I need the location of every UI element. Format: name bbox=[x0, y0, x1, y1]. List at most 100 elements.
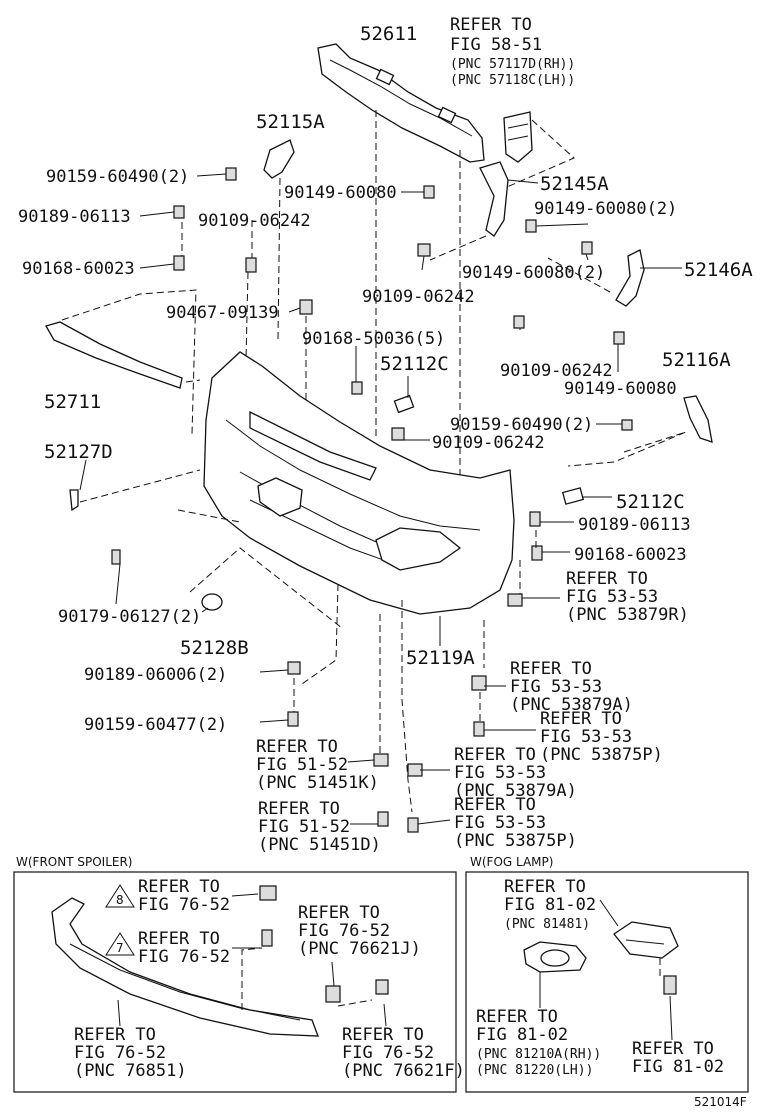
reinforcement-52611-shape bbox=[317, 43, 485, 500]
label-90149-60080-a: 90149-60080 bbox=[284, 183, 397, 203]
bracket-52116A-shape bbox=[567, 395, 713, 467]
label-90179-06127: 90179-06127(2) bbox=[58, 607, 201, 627]
fog-refer-1c: (PNC 81481) bbox=[504, 917, 590, 932]
label-52145A: 52145A bbox=[540, 173, 609, 195]
label-52115A: 52115A bbox=[256, 111, 325, 133]
spoiler-refer-2a: REFER TO bbox=[138, 929, 220, 949]
label-90109-06242-a: 90109-06242 bbox=[198, 211, 311, 231]
label-90109-06242-c: 90109-06242 bbox=[500, 361, 613, 381]
refer-top-4: (PNC 57118C(LH)) bbox=[450, 73, 575, 88]
warning-7-number: 7 bbox=[116, 941, 124, 955]
label-90159-60490-b: 90159-60490(2) bbox=[450, 415, 593, 435]
bumper-cover-52119A-shape bbox=[177, 351, 521, 813]
front-spoiler-shape bbox=[51, 897, 319, 1037]
front-spoiler-section: W(FRONT SPOILER) 8 7 REFER TO FIG 76-52 … bbox=[13, 855, 465, 1093]
fog-refer-3b: FIG 81-02 bbox=[632, 1057, 724, 1077]
fog-refer-2c: (PNC 81210A(RH)) bbox=[476, 1047, 601, 1062]
refer-5152-b-2: FIG 51-52 bbox=[258, 817, 350, 837]
front-spoiler-title: W(FRONT SPOILER) bbox=[16, 855, 132, 869]
spoiler-refer-3c: (PNC 76621J) bbox=[298, 939, 421, 959]
label-52116A: 52116A bbox=[662, 349, 731, 371]
label-90168-50036: 90168-50036(5) bbox=[302, 329, 445, 349]
refer-5353-a-2: FIG 53-53 bbox=[566, 587, 658, 607]
refer-top-1: REFER TO bbox=[450, 15, 532, 35]
label-90159-60490-a: 90159-60490(2) bbox=[46, 167, 189, 187]
retainer-52112C-shapes bbox=[393, 394, 585, 505]
refer-5353-d-3: (PNC 53879A) bbox=[454, 781, 577, 801]
label-90189-06113-a: 90189-06113 bbox=[18, 207, 131, 227]
spoiler-refer-1a: REFER TO bbox=[138, 877, 220, 897]
label-52711: 52711 bbox=[44, 391, 101, 413]
label-52128B: 52128B bbox=[180, 637, 249, 659]
refer-5353-e-2: FIG 53-53 bbox=[454, 813, 546, 833]
moulding-52711-shape bbox=[45, 289, 201, 435]
refer-5353-d-1: REFER TO bbox=[454, 745, 536, 765]
refer-5353-c-3: (PNC 53875P) bbox=[540, 745, 663, 765]
refer-5353-b-3: (PNC 53879A) bbox=[510, 695, 633, 715]
spoiler-refer-4a: REFER TO bbox=[74, 1025, 156, 1045]
label-90159-60477: 90159-60477(2) bbox=[84, 715, 227, 735]
spoiler-refer-3a: REFER TO bbox=[298, 903, 380, 923]
label-52119A: 52119A bbox=[406, 647, 475, 669]
fastener-shapes bbox=[111, 167, 633, 833]
label-90168-60023-a: 90168-60023 bbox=[22, 259, 135, 279]
refer-5353-c-2: FIG 53-53 bbox=[540, 727, 632, 747]
bracket-52146A-shape bbox=[547, 249, 645, 307]
spoiler-refer-4c: (PNC 76851) bbox=[74, 1061, 187, 1081]
label-52611: 52611 bbox=[360, 23, 417, 45]
warning-triangle-7-icon bbox=[105, 932, 135, 956]
spoiler-refer-2b: FIG 76-52 bbox=[138, 947, 230, 967]
warning-triangle-8-icon bbox=[105, 884, 135, 908]
label-52112C-a: 52112C bbox=[380, 353, 449, 375]
label-52112C-b: 52112C bbox=[616, 491, 685, 513]
spoiler-refer-5c: (PNC 76621F) bbox=[342, 1061, 465, 1081]
refer-5353-e-1: REFER TO bbox=[454, 795, 536, 815]
label-52146A: 52146A bbox=[684, 259, 753, 281]
fog-refer-2a: REFER TO bbox=[476, 1007, 558, 1027]
spoiler-refer-5a: REFER TO bbox=[342, 1025, 424, 1045]
spoiler-clip-7 bbox=[261, 929, 273, 947]
spoiler-refer-5b: FIG 76-52 bbox=[342, 1043, 434, 1063]
spoiler-refer-4b: FIG 76-52 bbox=[74, 1043, 166, 1063]
refer-5353-a-1: REFER TO bbox=[566, 569, 648, 589]
part-52127D-shape bbox=[69, 469, 201, 512]
fog-lamp-box bbox=[465, 871, 749, 1093]
refer-top-2: FIG 58-51 bbox=[450, 35, 542, 55]
spoiler-clip-8 bbox=[259, 885, 277, 901]
refer-5152-a-2: FIG 51-52 bbox=[256, 755, 348, 775]
refer-5152-b-1: REFER TO bbox=[258, 799, 340, 819]
leader-lines bbox=[79, 173, 682, 825]
spoiler-screw bbox=[375, 979, 389, 995]
fog-lamp-screw bbox=[663, 975, 677, 995]
label-90149-60080-2b: 90149-60080(2) bbox=[462, 263, 605, 283]
label-90149-60080-2a: 90149-60080(2) bbox=[534, 199, 677, 219]
fog-refer-3a: REFER TO bbox=[632, 1039, 714, 1059]
label-90168-60023-b: 90168-60023 bbox=[574, 545, 687, 565]
refer-5353-a-3: (PNC 53879R) bbox=[566, 605, 689, 625]
fog-lamp-section: W(FOG LAMP) REFER TO FIG 81-02 (PNC 8148… bbox=[465, 855, 749, 1093]
label-52127D: 52127D bbox=[44, 441, 113, 463]
refer-top-3: (PNC 57117D(RH)) bbox=[450, 57, 575, 72]
fog-refer-1b: FIG 81-02 bbox=[504, 895, 596, 915]
diagram-id: 521014F bbox=[694, 1095, 747, 1109]
refer-5353-e-3: (PNC 53875P) bbox=[454, 831, 577, 851]
front-spoiler-box bbox=[13, 871, 457, 1093]
bracket-52145A-shape bbox=[429, 161, 509, 261]
label-90149-60080-b: 90149-60080 bbox=[564, 379, 677, 399]
side-bracket-shape bbox=[499, 111, 575, 191]
refer-5152-a-3: (PNC 51451K) bbox=[256, 773, 379, 793]
refer-5353-b-2: FIG 53-53 bbox=[510, 677, 602, 697]
cap-52128B-shape bbox=[201, 593, 223, 611]
refer-5152-a-1: REFER TO bbox=[256, 737, 338, 757]
fog-refer-2b: FIG 81-02 bbox=[476, 1025, 568, 1045]
refer-5353-b-1: REFER TO bbox=[510, 659, 592, 679]
spoiler-refer-1b: FIG 76-52 bbox=[138, 895, 230, 915]
fog-refer-1a: REFER TO bbox=[504, 877, 586, 897]
spoiler-retainer bbox=[325, 985, 341, 1003]
label-90189-06006: 90189-06006(2) bbox=[84, 665, 227, 685]
label-90467-09139: 90467-09139 bbox=[166, 303, 279, 323]
label-90109-06242-b: 90109-06242 bbox=[362, 287, 475, 307]
fog-lamp-unit-shape bbox=[613, 921, 679, 959]
label-90189-06113-b: 90189-06113 bbox=[578, 515, 691, 535]
